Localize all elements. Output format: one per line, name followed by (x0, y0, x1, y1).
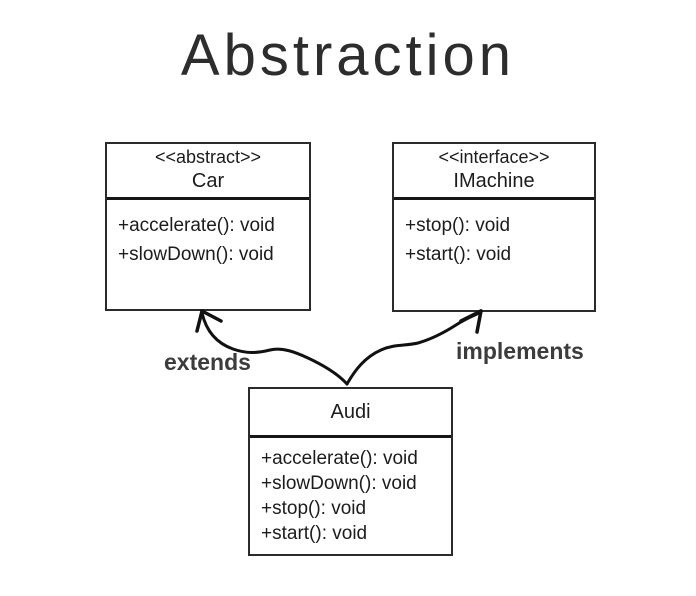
method-label: +accelerate(): void (261, 448, 418, 469)
class-methods-audi: +accelerate(): void +slowDown(): void +s… (250, 438, 451, 546)
method-label: +accelerate(): void (118, 215, 275, 236)
method-label: +stop(): void (405, 215, 511, 236)
method-label: +slowDown(): void (261, 473, 417, 494)
method-label: +start(): void (405, 244, 512, 265)
class-name-audi: Audi (330, 401, 371, 423)
method-label: +stop(): void (261, 498, 367, 519)
class-name-car: Car (191, 170, 225, 192)
class-methods-car: +accelerate(): void +slowDown(): void (107, 200, 309, 269)
class-box-audi: Audi +accelerate(): void +slowDown(): vo… (248, 387, 453, 556)
class-methods-imachine: +stop(): void +start(): void (394, 200, 594, 269)
method-label: +slowDown(): void (118, 244, 274, 265)
class-name-imachine: IMachine (453, 170, 535, 192)
relation-label-implements: implements (456, 338, 584, 364)
stereotype-label-interface: <<interface>> (438, 147, 550, 167)
relation-label-extends: extends (164, 349, 251, 375)
class-box-imachine: <<interface>> IMachine +stop(): void +st… (392, 142, 596, 312)
page-title: Abstraction (180, 23, 516, 88)
class-header-car: <<abstract>> Car (107, 144, 309, 200)
class-header-imachine: <<interface>> IMachine (394, 144, 594, 200)
method-label: +start(): void (261, 523, 368, 544)
class-box-car: <<abstract>> Car +accelerate(): void +sl… (105, 142, 311, 311)
stereotype-label-abstract: <<abstract>> (154, 147, 262, 167)
class-header-audi: Audi (250, 389, 451, 438)
